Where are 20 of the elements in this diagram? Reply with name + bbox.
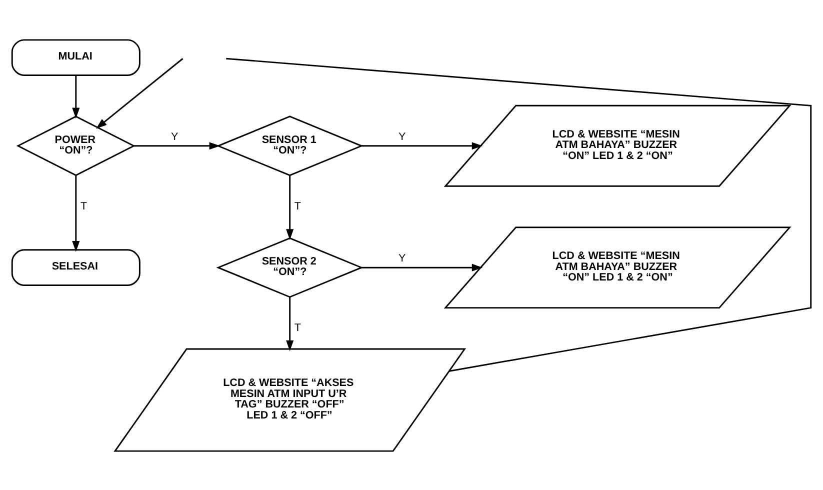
arrow [134,142,220,150]
edge-label: Y [170,130,178,142]
arrow [96,58,184,128]
edge-label: Y [398,130,406,142]
node-diamond: SENSOR 1 “ON”? [216,115,364,176]
node-diamond: SENSOR 2 “ON”? [216,236,364,298]
connector [226,57,812,372]
edge-label: T [294,200,301,212]
arrow [72,175,80,252]
arrow [362,263,483,271]
arrow [362,142,483,150]
edge-label: T [80,200,87,212]
node-box: SELESAI [11,248,140,286]
edge-label: T [294,322,301,334]
arrow [286,296,294,351]
arrow [286,175,294,240]
node-box: MULAI [11,38,140,76]
node-diamond: POWER “ON”? [16,115,136,176]
edge-label: Y [398,252,406,264]
arrow [72,75,80,118]
